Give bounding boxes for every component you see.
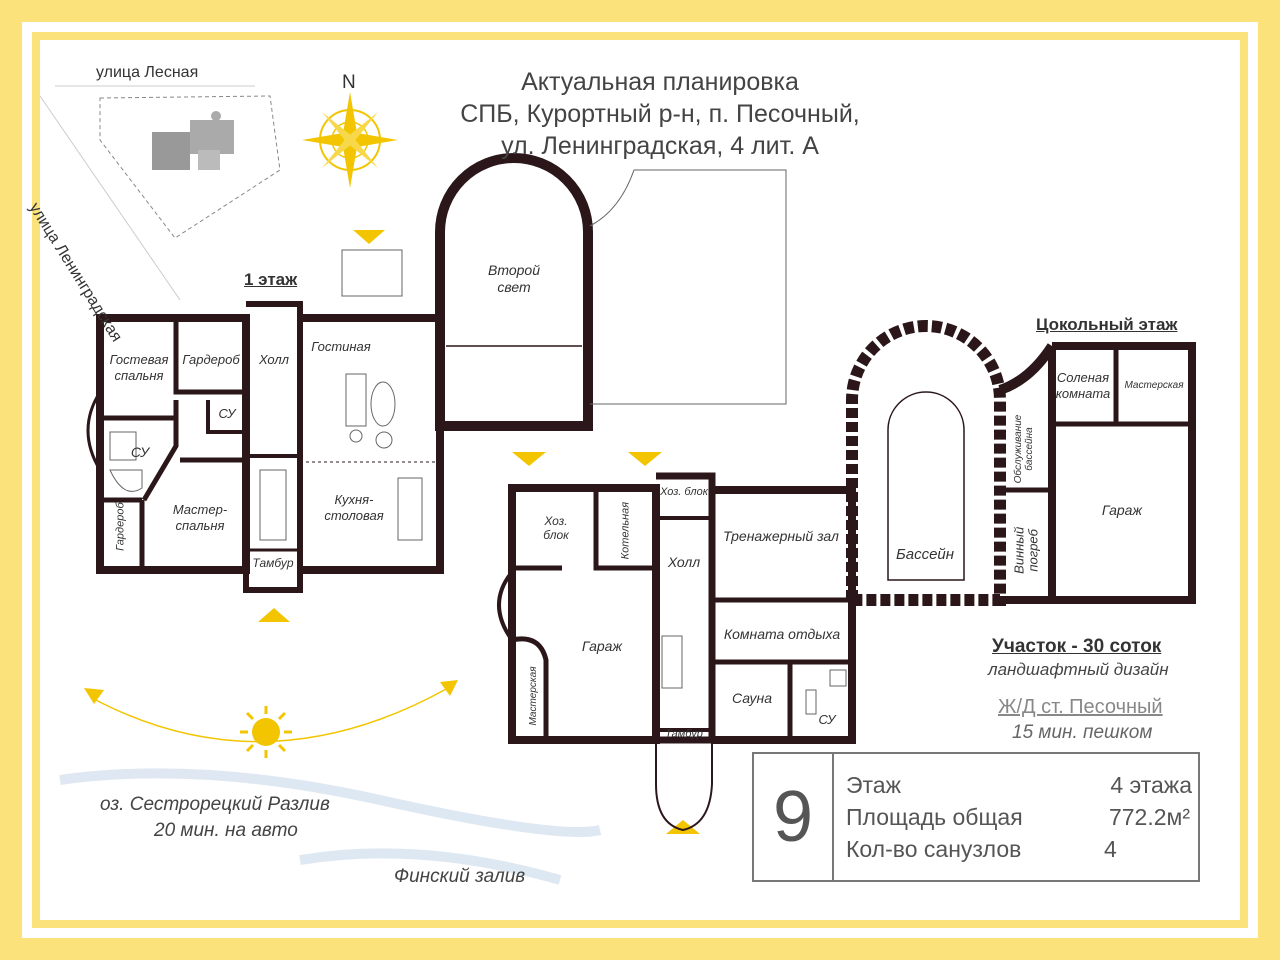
room-pool-service: Обслуживание бассейна — [1013, 414, 1035, 484]
room-master-bedroom: Мастер-спальня — [172, 502, 228, 533]
room-workshop-top: Мастерская — [1124, 380, 1184, 391]
room-rest: Комната отдыха — [723, 626, 841, 642]
room-gym: Тренажерный зал — [723, 528, 839, 544]
room-sauna: Сауна — [731, 690, 773, 706]
room-bath: СУ — [130, 444, 150, 460]
sun-icon — [240, 706, 292, 758]
compass-icon — [302, 92, 398, 188]
room-second-light: Второй свет — [488, 262, 540, 295]
room-bath-small: СУ — [218, 406, 236, 421]
entrance-arrow-icon — [258, 608, 290, 622]
plot-size: Участок - 30 соток — [992, 636, 1162, 657]
title-line-1: Актуальная планировка — [521, 68, 799, 96]
station-name: Ж/Д ст. Песочный — [998, 696, 1163, 718]
stat-value: 772.2м² — [1108, 804, 1190, 830]
room-guest-bedroom: Гостевая спальня — [109, 352, 169, 383]
lake-name: оз. Сестрорецкий Разлив — [100, 794, 330, 815]
entrance-arrow-icon — [512, 452, 546, 466]
plot-outline — [99, 95, 281, 239]
first-floor-heading: 1 этаж — [244, 270, 298, 289]
first-floor-walls — [86, 301, 444, 593]
house-footprint — [152, 132, 190, 170]
page-title: Актуальная планировка СПБ, Курортный р-н… — [360, 66, 960, 162]
stat-label: Этаж — [846, 772, 901, 798]
basement-walls — [497, 320, 1196, 832]
room-hall: Холл — [259, 352, 289, 367]
gulf-name: Финский залив — [394, 866, 526, 887]
property-number: 9 — [772, 777, 814, 857]
stat-label: Кол-во санузлов — [846, 836, 1022, 862]
stat-value: 4 этажа — [1110, 772, 1192, 798]
entrance-arrow-icon — [353, 230, 385, 244]
street-label-top: улица Лесная — [96, 64, 199, 81]
site-map — [39, 85, 281, 301]
sun-path — [84, 680, 458, 758]
second-light-block — [341, 153, 787, 431]
title-line-2: СПБ, Курортный р-н, п. Песочный, — [460, 100, 860, 128]
entrance-arrow-icon — [628, 452, 662, 466]
info-box-stats: Этаж 4 этажа Площадь общая 772.2м² Кол-в… — [846, 772, 1196, 868]
room-pool: Бассейн — [895, 546, 955, 563]
inner-border — [32, 32, 1248, 928]
basement-heading: Цокольный этаж — [1036, 315, 1178, 334]
room-wine-cellar: Винный погреб — [1011, 526, 1041, 574]
water-waves — [59, 768, 602, 885]
station-walk: 15 мин. пешком — [1012, 722, 1153, 743]
entrance-arrow-icon — [666, 820, 700, 834]
entrance-arrows — [258, 230, 700, 834]
room-wardrobe-top: Гардероб — [182, 352, 240, 367]
room-basement-vestibule: Тамбур — [665, 728, 703, 740]
room-workshop-left: Мастерская — [528, 666, 539, 726]
stat-row-bathrooms: Кол-во санузлов 4 — [846, 836, 1196, 868]
room-vestibule: Тамбур — [252, 556, 294, 570]
room-wardrobe-side: Гардероб — [114, 502, 127, 551]
room-utility-2: Хоз. блок — [660, 486, 708, 498]
room-basement-bath: СУ — [818, 712, 836, 727]
compass-north-label: N — [342, 72, 356, 93]
stat-row-floors: Этаж 4 этажа — [846, 772, 1196, 804]
first-floor-furniture — [109, 373, 423, 541]
room-kitchen: Кухня-столовая — [324, 492, 384, 523]
room-salt: Соленая комната — [1055, 370, 1111, 401]
title-line-3: ул. Ленинградская, 4 лит. А — [501, 132, 819, 160]
info-box: 9 Этаж 4 этажа Площадь общая 772.2м² Кол… — [752, 752, 1200, 882]
room-utility-1: Хоз. блок — [543, 514, 569, 543]
stat-row-area: Площадь общая 772.2м² — [846, 804, 1196, 836]
room-living: Гостиная — [311, 339, 371, 354]
room-garage-right: Гараж — [1101, 502, 1143, 518]
room-boiler: Котельная — [619, 501, 632, 560]
room-garage-left: Гараж — [581, 638, 623, 654]
stat-label: Площадь общая — [846, 804, 1023, 830]
stat-value: 4 — [1104, 836, 1117, 862]
plot-landscape: ландшафтный дизайн — [988, 660, 1169, 679]
lake-drive: 20 мин. на авто — [154, 820, 298, 841]
room-basement-hall: Холл — [667, 554, 701, 570]
info-box-number-cell: 9 — [754, 754, 834, 880]
basement-fixtures — [661, 635, 847, 715]
